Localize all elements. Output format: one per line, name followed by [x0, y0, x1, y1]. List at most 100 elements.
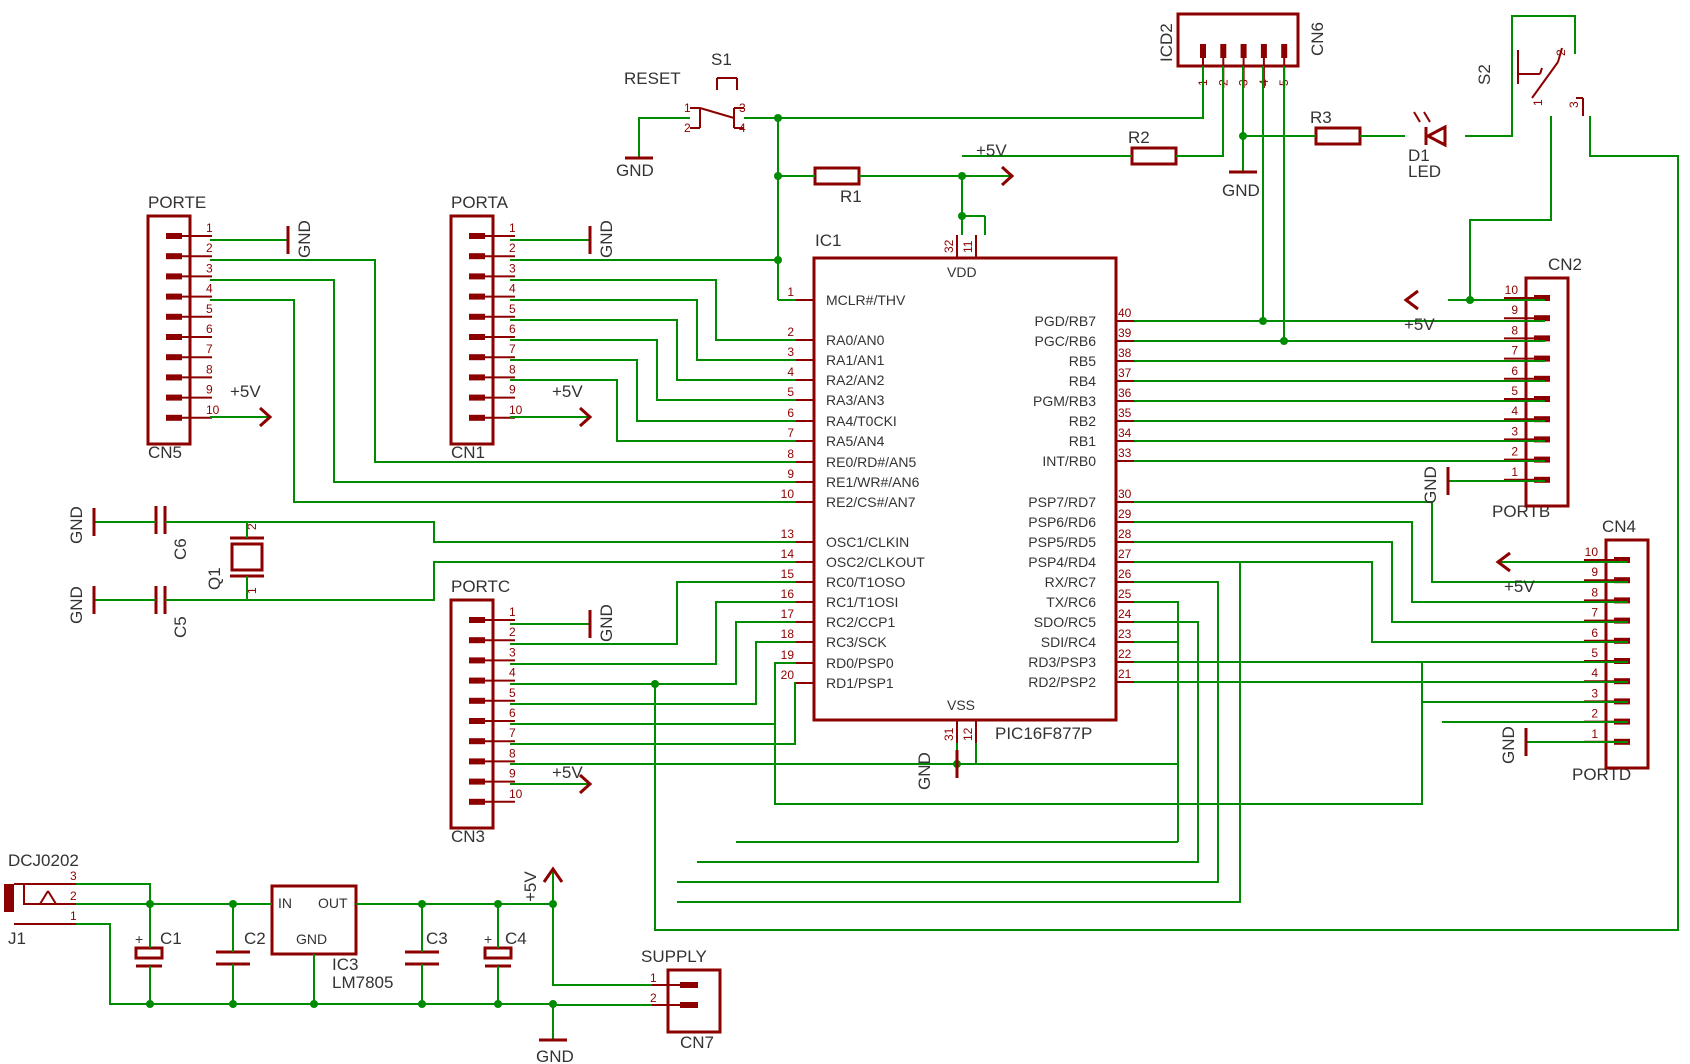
header-pin-body: [166, 293, 182, 300]
ic1-pin-number: 16: [781, 587, 795, 601]
ic1-pin-name: PGD/RB7: [1035, 313, 1097, 329]
reg-in-label: IN: [278, 895, 292, 911]
svg-text:1: 1: [70, 909, 77, 923]
regulator-ic3: IN OUT GND IC3 LM7805: [270, 884, 393, 992]
vss-pin-a: 31: [942, 727, 956, 741]
header-pin-number: 1: [1511, 465, 1518, 479]
reset-switch-s1[interactable]: RESET S1 1 2 3 4: [624, 50, 746, 135]
ic1-pin-name: OSC1/CLKIN: [826, 534, 909, 550]
resistor-r3: R3: [1310, 108, 1362, 146]
capacitor-c2: C2: [216, 929, 266, 966]
ic1-pin-name: MCLR#/THV: [826, 292, 906, 308]
c2-label: C2: [244, 929, 266, 948]
header-pin-number: 10: [206, 403, 220, 417]
header-pin-body: [1534, 375, 1550, 382]
header-pin-body: [1614, 637, 1630, 644]
ic1-pin-number: 27: [1118, 547, 1132, 561]
vcc-label: +5V: [521, 871, 540, 902]
ic1-pin-number: 8: [787, 447, 794, 461]
gnd-label: GND: [597, 220, 616, 258]
ic1-pin-name: PGC/RB6: [1035, 333, 1097, 349]
ic1-pin-number: 30: [1118, 487, 1132, 501]
header-pin-body: [469, 758, 485, 765]
ic1-pin-number: 9: [787, 467, 794, 481]
header-pin-body: [469, 697, 485, 704]
s1-pin2: 2: [684, 121, 691, 135]
ic1-pin-name: SDI/RC4: [1041, 634, 1096, 650]
header-pin-body: [1534, 315, 1550, 322]
ic1-pin-name: RC0/T1OSO: [826, 574, 905, 590]
svg-text:1: 1: [245, 587, 259, 594]
ic1-pin-number: 4: [787, 365, 794, 379]
ic1-pin-name: OSC2/CLKOUT: [826, 554, 925, 570]
ic1-pin-name: RE0/RD#/AN5: [826, 454, 916, 470]
header-pin-body: [1614, 597, 1630, 604]
junctions: [146, 114, 1474, 1008]
ic1-pin-number: 22: [1118, 647, 1132, 661]
header-pin-body: [166, 233, 182, 239]
r1-label: R1: [840, 187, 862, 206]
ic1-pin-number: 20: [781, 668, 795, 682]
ic1-pin-number: 6: [787, 406, 794, 420]
capacitor-c1: + C1: [134, 929, 182, 968]
header-pin-body: [469, 293, 485, 300]
capacitor-c4: + C4: [483, 929, 527, 968]
header-pin-number: 8: [509, 362, 516, 376]
svg-text:+: +: [135, 931, 143, 947]
ic1-right-pins: 40PGD/RB739PGC/RB638RB537RB436PGM/RB335R…: [1028, 306, 1134, 690]
header-pin-body: [469, 738, 485, 745]
porta-label: PORTA: [451, 193, 509, 212]
icd-pin-body: [1220, 44, 1227, 58]
ic1-part: PIC16F877P: [995, 724, 1092, 743]
ic1-pin-number: 34: [1118, 426, 1132, 440]
vcc-label: +5V: [1404, 315, 1435, 334]
ic1-body: [812, 256, 1118, 722]
ic1-pin-name: RA1/AN1: [826, 352, 885, 368]
cn7-label: CN7: [680, 1033, 714, 1052]
d1-label: D1: [1408, 146, 1430, 165]
gnd-symbol: GND: [286, 220, 314, 258]
svg-text:1: 1: [650, 971, 657, 985]
header-pin-number: 1: [509, 221, 516, 235]
ic1-pin-number: 36: [1118, 386, 1132, 400]
header-pin-number: 3: [509, 645, 516, 659]
ic1-pin-number: 17: [781, 607, 795, 621]
header-pin-number: 10: [509, 403, 523, 417]
vcc-label: +5V: [1504, 577, 1535, 596]
header-pin-body: [469, 637, 485, 644]
ic1-pin-number: 26: [1118, 567, 1132, 581]
header-pin-number: 6: [509, 322, 516, 336]
header-pin-number: 8: [1511, 323, 1518, 337]
dcj-label: DCJ0202: [8, 851, 79, 870]
vcc-symbol: +5V: [552, 763, 593, 795]
gnd-label: GND: [1222, 181, 1260, 200]
ic1-pin-name: RE1/WR#/AN6: [826, 474, 920, 490]
header-pin-body: [469, 374, 485, 381]
vcc-label: +5V: [976, 141, 1007, 160]
capacitor-c3: C3: [405, 929, 448, 966]
switch-s2[interactable]: S2 1 2 3: [1475, 47, 1584, 116]
icd-pin-body: [1200, 44, 1206, 58]
resistor-r2: R2: [1128, 128, 1178, 166]
header-pin-body: [1534, 396, 1550, 402]
portd-label: PORTD: [1572, 765, 1631, 784]
header-pin-body: [469, 233, 485, 239]
reset-label: RESET: [624, 69, 681, 88]
header-pin-number: 6: [509, 706, 516, 720]
header-pin-body: [469, 778, 485, 785]
